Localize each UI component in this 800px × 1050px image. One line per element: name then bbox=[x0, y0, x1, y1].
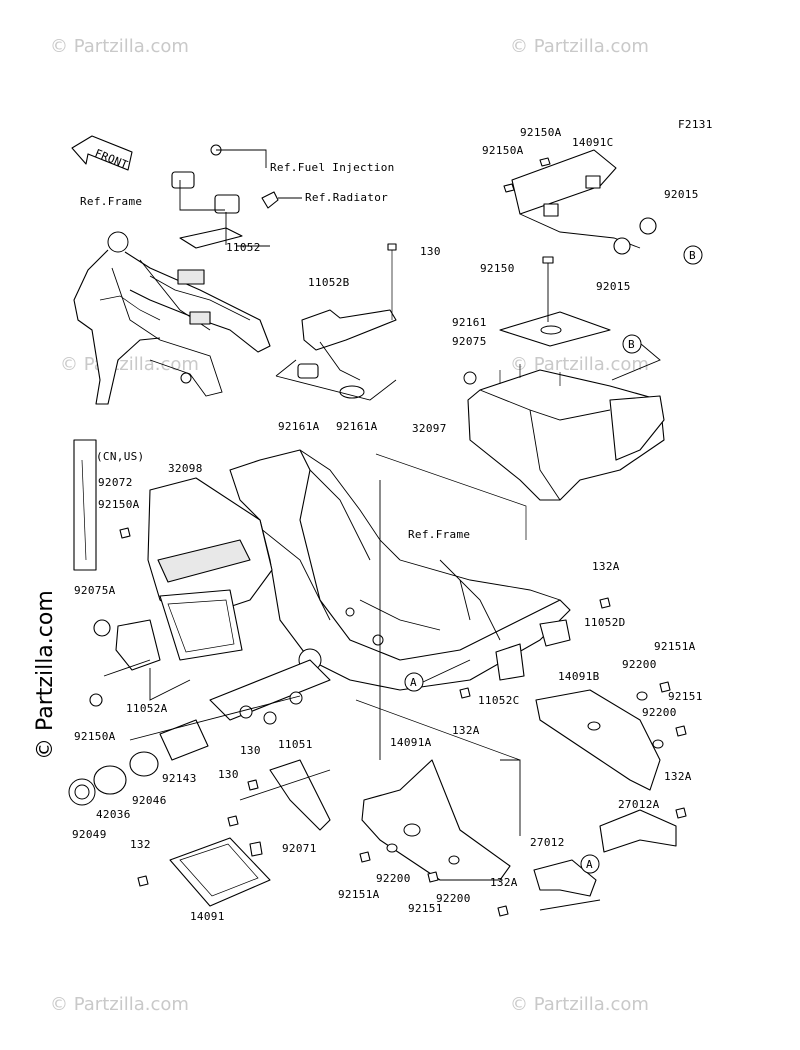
part-label: 11052 bbox=[226, 241, 261, 254]
part-label: 92151A bbox=[338, 888, 380, 901]
watermark: © Partzilla.com bbox=[510, 994, 649, 1015]
part-label: 130 bbox=[218, 768, 239, 781]
watermark: © Partzilla.com bbox=[50, 36, 189, 57]
ref-frame-top: Ref.Frame bbox=[80, 195, 142, 208]
brackets-27012: A bbox=[497, 807, 687, 917]
part-label: 92150A bbox=[482, 144, 524, 157]
callout-b-mid: B bbox=[628, 338, 635, 351]
part-label: 92143 bbox=[162, 772, 197, 785]
part-label: 92200 bbox=[436, 892, 471, 905]
part-label: 132A bbox=[490, 876, 518, 889]
lower-left-brackets bbox=[137, 759, 331, 907]
part-label: 92151 bbox=[668, 690, 703, 703]
part-label: 92071 bbox=[282, 842, 317, 855]
part-label: 27012A bbox=[618, 798, 660, 811]
part-label: 92075 bbox=[452, 335, 487, 348]
frame-main-section bbox=[209, 449, 571, 760]
part-label: 14091 bbox=[190, 910, 225, 923]
part-label: 92015 bbox=[596, 280, 631, 293]
part-label: 92200 bbox=[376, 872, 411, 885]
part-label: 130 bbox=[420, 245, 441, 258]
battery-case-assembly: B B bbox=[463, 149, 703, 501]
part-label: 92150 bbox=[480, 262, 515, 275]
part-label: 92150A bbox=[74, 730, 116, 743]
part-label: 32098 bbox=[168, 462, 203, 475]
callout-b-top: B bbox=[689, 249, 696, 262]
part-label: 92161 bbox=[452, 316, 487, 329]
side-cover-14091b: A bbox=[404, 597, 687, 791]
part-label: 92049 bbox=[72, 828, 107, 841]
front-arrow-icon: FRONT bbox=[71, 135, 133, 172]
part-label: 92046 bbox=[132, 794, 167, 807]
callout-a-mid: A bbox=[410, 676, 417, 689]
ref-cn-us: (CN,US) bbox=[96, 450, 144, 463]
part-label: 132A bbox=[664, 770, 692, 783]
frame-front-section bbox=[73, 231, 271, 405]
side-cover-14091a bbox=[355, 699, 521, 883]
watermark: © Partzilla.com bbox=[510, 36, 649, 57]
part-label: 130 bbox=[240, 744, 261, 757]
part-label: 14091C bbox=[572, 136, 614, 149]
part-label: 11052A bbox=[126, 702, 168, 715]
part-label: 92075A bbox=[74, 584, 116, 597]
part-label: 32097 bbox=[412, 422, 447, 435]
part-label: 11052D bbox=[584, 616, 626, 629]
part-label: 132A bbox=[452, 724, 480, 737]
sensor-assembly bbox=[171, 144, 302, 249]
part-label: 92150A bbox=[98, 498, 140, 511]
watermark: © Partzilla.com bbox=[60, 354, 199, 375]
part-label: 92072 bbox=[98, 476, 133, 489]
air-cleaner-assembly bbox=[73, 439, 273, 707]
watermark: © Partzilla.com bbox=[510, 354, 649, 375]
part-label: 92161A bbox=[336, 420, 378, 433]
ref-radiator: Ref.Radiator bbox=[305, 191, 388, 204]
callout-a-bottom: A bbox=[586, 858, 593, 871]
part-label: 14091A bbox=[390, 736, 432, 749]
ref-frame-mid: Ref.Frame bbox=[408, 528, 470, 541]
part-label: 92151 bbox=[408, 902, 443, 915]
part-label: 92015 bbox=[664, 188, 699, 201]
watermark: © Partzilla.com bbox=[50, 994, 189, 1015]
ref-fuel-injection: Ref.Fuel Injection bbox=[270, 161, 395, 174]
part-label: 132 bbox=[130, 838, 151, 851]
diagram-code: F2131 bbox=[678, 118, 713, 131]
watermark-side: © Partzilla.com bbox=[33, 590, 58, 760]
part-label: 11052B bbox=[308, 276, 350, 289]
part-label: 92151A bbox=[654, 640, 696, 653]
part-label: 92161A bbox=[278, 420, 320, 433]
part-label: 27012 bbox=[530, 836, 565, 849]
part-label: 92200 bbox=[622, 658, 657, 671]
part-label: 132A bbox=[592, 560, 620, 573]
bracket-11052b bbox=[275, 243, 397, 401]
part-label: 42036 bbox=[96, 808, 131, 821]
part-label: 92150A bbox=[520, 126, 562, 139]
bushing-set bbox=[68, 695, 301, 806]
part-label: 92200 bbox=[642, 706, 677, 719]
part-label: 14091B bbox=[558, 670, 600, 683]
part-label: 11051 bbox=[278, 738, 313, 751]
part-labels: 11052 11052B 130 92161A 92161A 92150A 92… bbox=[72, 126, 703, 923]
part-label: 11052C bbox=[478, 694, 520, 707]
watermark-group: © Partzilla.com © Partzilla.com © Partzi… bbox=[33, 36, 649, 1015]
